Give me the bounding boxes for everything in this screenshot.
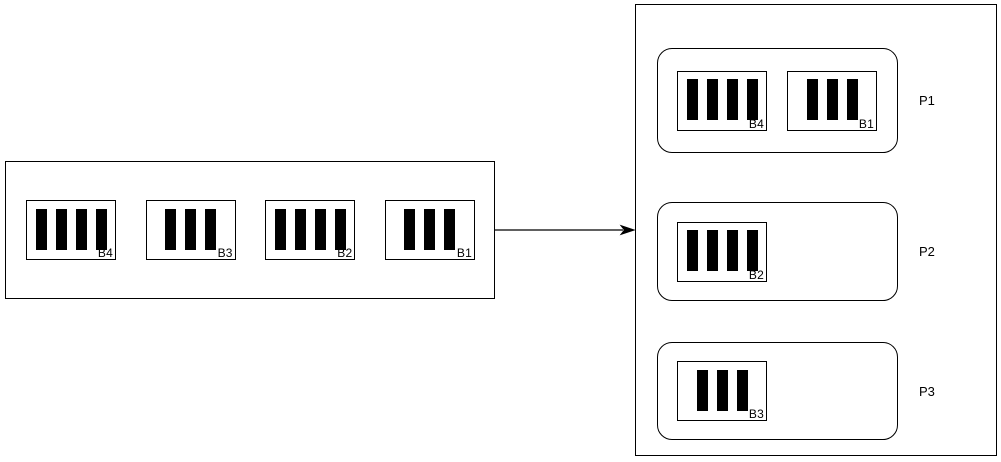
bar (696, 369, 708, 411)
bar-group (404, 208, 456, 250)
partition-p3: B3 (657, 342, 898, 440)
bar (846, 79, 858, 120)
bar (95, 208, 107, 250)
bar (716, 369, 728, 411)
batch-label: B2 (748, 267, 764, 282)
bar (185, 208, 197, 250)
partition-row-p3: B3 P3 (657, 342, 935, 440)
bar (404, 208, 416, 250)
batch-label: B3 (748, 407, 764, 421)
batch-box-b1: B1 (384, 200, 475, 260)
bar (75, 208, 87, 250)
bar-group (806, 79, 858, 120)
batch-box-b2: B2 (265, 200, 356, 260)
bar (746, 79, 758, 120)
bar (806, 79, 818, 120)
bar-group (686, 230, 758, 271)
batch-box-b3: B3 (145, 200, 236, 260)
batch-box-b4: B4 (26, 200, 116, 260)
bar (314, 208, 326, 250)
bar-group (165, 208, 217, 250)
batch-label: B1 (858, 116, 874, 131)
bar (35, 208, 47, 250)
bar (334, 208, 346, 250)
bar (736, 369, 748, 411)
batch-box-b1: B1 (787, 70, 877, 131)
flow-arrow (495, 224, 635, 236)
bar-group (696, 369, 748, 411)
bar-group (686, 79, 758, 120)
bar (706, 230, 718, 271)
batch-label: B2 (337, 246, 353, 260)
batch-label: B4 (97, 246, 113, 260)
partition-p2: B2 (657, 202, 898, 301)
partition-row-p2: B2 P2 (657, 202, 935, 301)
batch-box-b2: B2 (677, 221, 767, 282)
bar (165, 208, 177, 250)
batch-box-b4: B4 (677, 70, 767, 131)
batch-label: B3 (217, 246, 233, 260)
partition-p1: B4 B1 (657, 48, 898, 153)
bar (746, 230, 758, 271)
bar (55, 208, 67, 250)
partition-label-p2: P2 (919, 244, 935, 259)
bar (444, 208, 456, 250)
bar (686, 230, 698, 271)
bar (726, 230, 738, 271)
bar (424, 208, 436, 250)
bar (205, 208, 217, 250)
batch-box-b3: B3 (677, 361, 767, 421)
bar (274, 208, 286, 250)
partition-label-p1: P1 (919, 93, 935, 108)
bar (294, 208, 306, 250)
bar (686, 79, 698, 120)
bar-group (35, 208, 107, 250)
arrowhead-icon (619, 224, 635, 236)
partition-label-p3: P3 (919, 383, 935, 399)
target-container: B4 B1 P1 B2 P2 B3 P3 (635, 4, 997, 456)
bar (726, 79, 738, 120)
batch-label: B1 (456, 246, 472, 260)
source-container: B4 B3 B2 B1 (5, 161, 495, 299)
bar (826, 79, 838, 120)
batch-label: B4 (748, 116, 764, 131)
bar (706, 79, 718, 120)
bar-group (274, 208, 346, 250)
partition-row-p1: B4 B1 P1 (657, 48, 935, 153)
